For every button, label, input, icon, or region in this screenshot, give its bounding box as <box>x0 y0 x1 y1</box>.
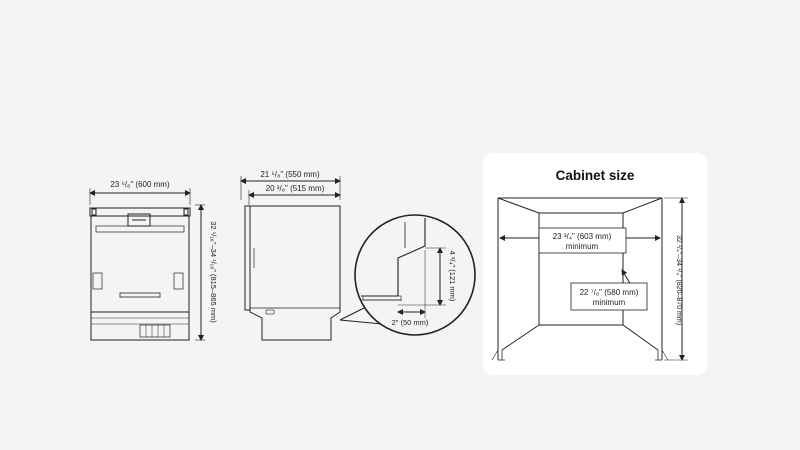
side-body <box>249 205 341 341</box>
cabinet-width-sub: minimum <box>566 242 599 251</box>
side-body-depth-label: 20 ³/₈" (515 mm) <box>266 184 325 193</box>
front-height-label: 32 ¹/₁₆"–34 ¹/₁₆" (815–865 mm) <box>209 221 218 323</box>
cabinet-width-label-box <box>538 227 627 254</box>
detail-view <box>339 214 476 336</box>
cabinet-back-wall <box>538 212 624 326</box>
cabinet-size-title: Cabinet size <box>555 168 635 183</box>
cabinet-width-label: 23 ³/₄" (603 mm) <box>553 232 612 241</box>
side-view <box>240 176 341 341</box>
detail-width-label: 2" (50 mm) <box>392 318 429 327</box>
cabinet-depth-label-box <box>570 282 648 311</box>
cabinet-depth-sub: minimum <box>593 298 626 307</box>
front-view <box>89 188 205 341</box>
cabinet-height-label: 32 ¹/₄"–34 ¹/₄" (820–870 mm) <box>675 235 682 325</box>
detail-height-label: 4 ³/₄" (121 mm) <box>448 251 457 302</box>
cabinet-depth-label: 22 ⁷/₈" (580 mm) <box>580 288 639 297</box>
cabinet-drawing <box>491 197 688 361</box>
side-door <box>244 205 251 311</box>
front-top-rail <box>89 207 191 217</box>
front-width-label: 23 ⁵/₈" (600 mm) <box>110 180 170 189</box>
front-kickplate <box>90 311 190 341</box>
side-depth-label: 21 ⁵/₈" (550 mm) <box>260 170 320 179</box>
